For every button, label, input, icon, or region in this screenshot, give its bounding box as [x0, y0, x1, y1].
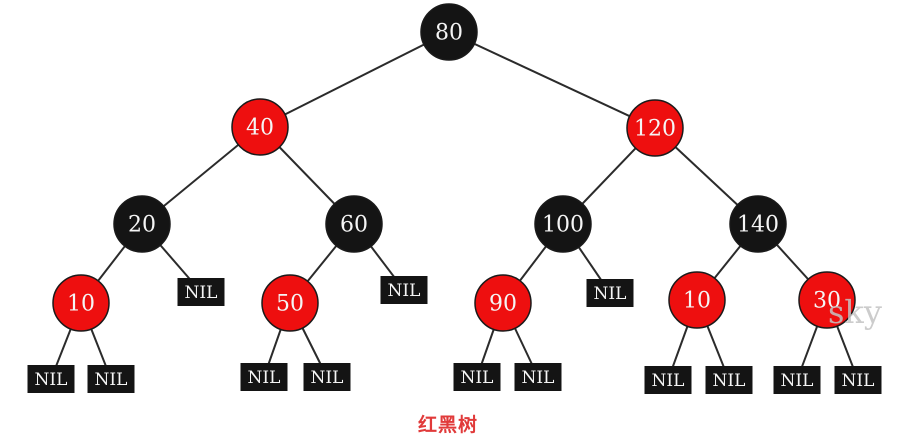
tree-node-label: 30: [813, 289, 841, 314]
tree-node-label: 40: [246, 116, 274, 141]
tree-node-140-black: [729, 195, 787, 253]
tree-edge: [259, 31, 450, 128]
diagram-caption: 红黑树: [417, 414, 478, 436]
tree-node-10-red: [668, 271, 726, 329]
tree-node-50-red: [261, 274, 319, 332]
tree-node-120-red: [626, 99, 684, 157]
tree-edge: [448, 31, 656, 129]
nil-leaf-box: [453, 363, 501, 391]
tree-node-label: 50: [276, 292, 304, 317]
tree-node-90-red: [474, 274, 532, 332]
nil-leaf-box: [27, 365, 75, 393]
tree-node-label: 10: [683, 289, 711, 314]
nil-leaf-label: NIL: [388, 281, 421, 301]
nil-leaf-box: [380, 276, 428, 304]
tree-node-label: 60: [340, 213, 368, 238]
tree-node-label: 140: [737, 213, 779, 238]
nil-leaf-label: NIL: [713, 371, 746, 391]
tree-node-label: 20: [128, 213, 156, 238]
nil-leaf-label: NIL: [35, 370, 68, 390]
tree-node-20-black: [113, 195, 171, 253]
nil-leaf-label: NIL: [842, 371, 875, 391]
tree-node-label: 100: [542, 213, 584, 238]
nil-leaf-box: [240, 363, 288, 391]
tree-node-label: 120: [634, 117, 676, 142]
nil-leaf-label: NIL: [95, 370, 128, 390]
tree-node-label: 80: [435, 21, 463, 46]
nil-leaf-box: [586, 279, 634, 307]
tree-node-60-black: [325, 195, 383, 253]
nil-leaf-label: NIL: [652, 371, 685, 391]
nil-leaf-box: [644, 366, 692, 394]
tree-node-label: 10: [67, 292, 95, 317]
nil-leaf-box: [705, 366, 753, 394]
nil-leaf-label: NIL: [781, 371, 814, 391]
nil-leaf-box: [834, 366, 882, 394]
nil-leaf-label: NIL: [522, 368, 555, 388]
nil-leaf-box: [87, 365, 135, 393]
tree-node-100-black: [534, 195, 592, 253]
nil-leaf-label: NIL: [594, 284, 627, 304]
nil-leaf-box: [303, 363, 351, 391]
nil-leaf-label: NIL: [248, 368, 281, 388]
tree-node-label: 90: [489, 292, 517, 317]
tree-node-80-black: [420, 3, 478, 61]
tree-node-10-red: [52, 274, 110, 332]
nil-leaf-label: NIL: [311, 368, 344, 388]
nil-leaf-label: NIL: [185, 283, 218, 303]
tree-node-30-red: [798, 271, 856, 329]
nil-leaf-label: NIL: [461, 368, 494, 388]
nil-leaf-box: [773, 366, 821, 394]
tree-node-40-red: [231, 98, 289, 156]
nil-leaf-box: [514, 363, 562, 391]
nil-leaf-box: [177, 278, 225, 306]
